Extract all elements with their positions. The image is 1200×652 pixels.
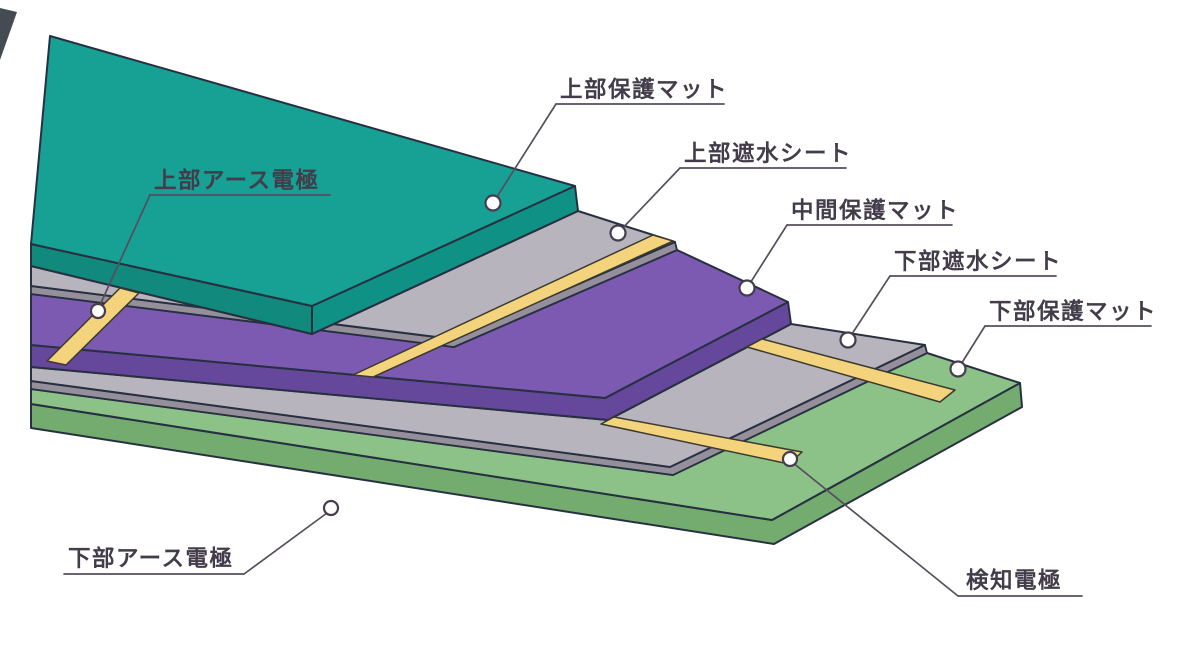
annotation-upper-protection-mat: 上部保護マット [484,76,728,212]
upper-earth-electrode-strip [46,287,140,366]
middle-mat-leader-diagonal [746,224,788,289]
middle-mat-marker-dot [738,279,756,297]
upper-protection-mat-marker-dot [484,194,502,212]
upper-sheet-leader-diagonal [617,167,681,234]
lower-mat-label: 下部保護マット [989,298,1157,324]
annotations: 上部保護マット 上部遮水シート 中間保護マット 下部遮水シート 下部保護マット [63,76,1157,597]
upper-protection-mat-leader-diagonal [492,103,557,204]
annotation-upper-water-shield-sheet: 上部遮水シート [609,140,852,242]
cross-electrode-strip [352,234,674,378]
detection-electrode-label: 検知電極 [966,567,1062,593]
lower-mat-marker-dot [949,360,967,378]
annotation-lower-earth-electrode: 下部アース電極 [63,499,340,575]
upper-sheet-label: 上部遮水シート [684,140,852,166]
upper-sheet-marker-dot [609,224,627,242]
lower-sheet-label: 下部遮水シート [894,248,1062,274]
photo-corner-mark [0,8,17,60]
upper-protection-mat-top-face [30,35,576,307]
lower-earth-electrode-marker-dot [322,499,340,517]
upper-earth-electrode-marker-dot [89,302,107,320]
middle-mat-label: 中間保護マット [791,197,959,223]
lower-earth-electrode-leader-diagonal [243,512,328,575]
lower-sheet-leader-diagonal [847,275,891,341]
upper-protection-mat-label: 上部保護マット [560,76,728,102]
long-electrode-strip-upper [746,338,956,403]
detection-electrode-leader-diagonal [791,461,959,597]
annotation-upper-earth-electrode: 上部アース電極 [89,167,331,320]
annotation-middle-protection-mat: 中間保護マット [738,197,959,297]
annotation-detection-electrode: 検知電極 [781,450,1083,597]
layer-stack [30,35,1023,545]
lower-earth-electrode-label: 下部アース電極 [68,545,234,571]
upper-earth-electrode-leader-diagonal [99,194,151,306]
electrode-strips [46,234,956,465]
upper-earth-electrode-label: 上部アース電極 [154,167,320,193]
annotation-lower-water-shield-sheet: 下部遮水シート [839,248,1062,349]
annotation-lower-protection-mat: 下部保護マット [949,298,1157,378]
lower-sheet-marker-dot [839,331,857,349]
detection-electrode-marker-dot [781,450,799,468]
